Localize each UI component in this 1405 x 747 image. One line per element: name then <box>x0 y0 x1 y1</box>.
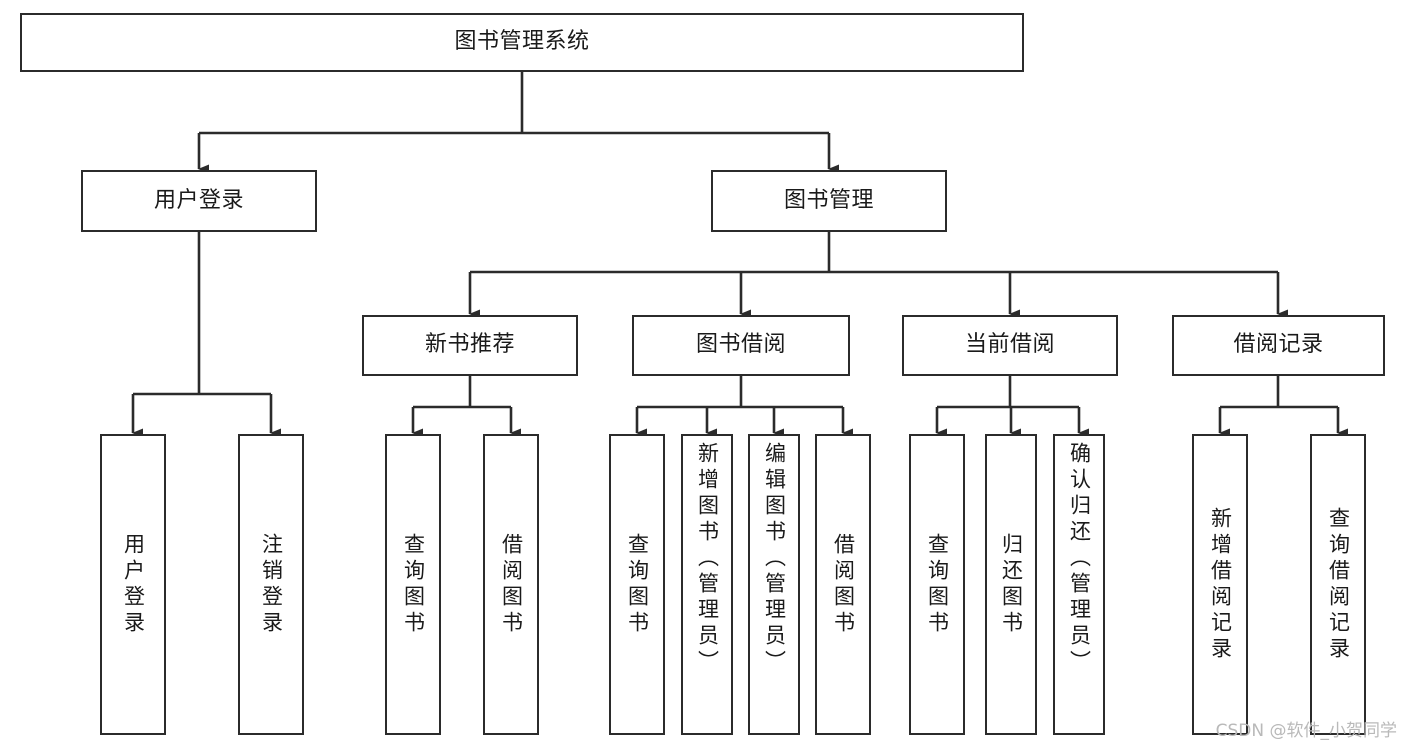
node-level2[interactable]: 图书管理 <box>711 170 947 232</box>
node-label: 归还图书 <box>999 532 1024 637</box>
leaf-node[interactable]: 编辑图书（管理员） <box>748 434 800 735</box>
leaf-node[interactable]: 归还图书 <box>985 434 1037 735</box>
node-level3[interactable]: 新书推荐 <box>362 315 578 376</box>
watermark-text: CSDN @软件_小贺同学 <box>1215 721 1397 741</box>
node-label: 图书借阅 <box>695 332 786 358</box>
leaf-node[interactable]: 查询图书 <box>609 434 665 735</box>
node-level2[interactable]: 用户登录 <box>81 170 317 232</box>
node-label: 借阅图书 <box>831 532 856 637</box>
node-label: 新增图书（管理员） <box>695 442 720 676</box>
leaf-node[interactable]: 新增借阅记录 <box>1192 434 1248 735</box>
node-label: 注销登录 <box>259 532 284 637</box>
leaf-node[interactable]: 查询图书 <box>385 434 441 735</box>
node-label: 查询图书 <box>925 532 950 637</box>
node-label: 借阅记录 <box>1233 332 1324 358</box>
node-label: 确认归还（管理员） <box>1067 442 1092 676</box>
node-label: 查询借阅记录 <box>1326 506 1351 663</box>
node-label: 新增借阅记录 <box>1208 506 1233 663</box>
node-level3[interactable]: 图书借阅 <box>632 315 850 376</box>
node-label: 借阅图书 <box>499 532 524 637</box>
leaf-node[interactable]: 注销登录 <box>238 434 304 735</box>
node-label: 当前借阅 <box>964 332 1055 358</box>
leaf-node[interactable]: 新增图书（管理员） <box>681 434 733 735</box>
node-label: 用户登录 <box>153 187 244 213</box>
node-label: 查询图书 <box>625 532 650 637</box>
leaf-node[interactable]: 用户登录 <box>100 434 166 735</box>
node-level3[interactable]: 当前借阅 <box>902 315 1118 376</box>
node-level3[interactable]: 借阅记录 <box>1172 315 1385 376</box>
node-label: 用户登录 <box>121 532 146 637</box>
node-label: 编辑图书（管理员） <box>762 442 787 676</box>
leaf-node[interactable]: 借阅图书 <box>483 434 539 735</box>
node-label: 新书推荐 <box>424 332 515 358</box>
node-label: 查询图书 <box>401 532 426 637</box>
node-label: 图书管理系统 <box>454 29 590 55</box>
leaf-node[interactable]: 确认归还（管理员） <box>1053 434 1105 735</box>
node-label: 图书管理 <box>783 187 874 213</box>
leaf-node[interactable]: 查询图书 <box>909 434 965 735</box>
leaf-node[interactable]: 借阅图书 <box>815 434 871 735</box>
node-root-system[interactable]: 图书管理系统 <box>20 13 1024 72</box>
leaf-node[interactable]: 查询借阅记录 <box>1310 434 1366 735</box>
